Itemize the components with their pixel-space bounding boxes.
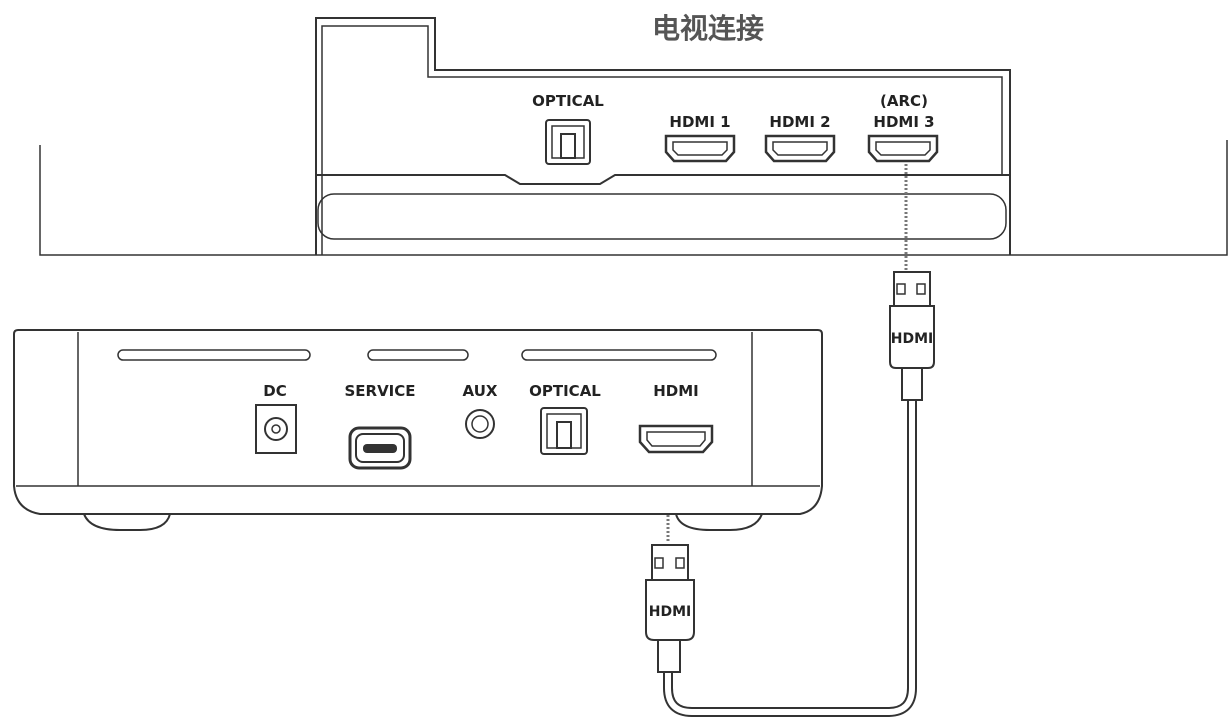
tv-optical-port-icon (545, 119, 591, 165)
device-right-foot (675, 513, 763, 531)
cable-core (665, 367, 915, 715)
device-vent-slot-1 (117, 349, 311, 361)
device-port-label-aux: AUX (463, 382, 498, 400)
device-port-label-service: SERVICE (344, 382, 415, 400)
hdmi-plug-bottom-icon (645, 544, 695, 673)
usb-c-service-port-icon (348, 426, 412, 470)
tv-unit: OPTICAL HDMI 1 HDMI 2 (ARC) HDMI 3 (39, 17, 1228, 256)
tv-port-label-arc: (ARC) (880, 92, 928, 110)
dc-port-icon (255, 404, 297, 454)
device-body (13, 329, 823, 515)
tv-lower-slot (317, 193, 1007, 240)
device-vent-slot-2 (367, 349, 469, 361)
diagram-title: 电视连接 (652, 12, 764, 45)
hdmi-plug-top-icon (889, 271, 935, 401)
device-port-label-optical: OPTICAL (529, 382, 601, 400)
tv-hdmi1-port-icon (664, 134, 736, 163)
device-port-label-dc: DC (263, 382, 286, 400)
aux-port-icon (465, 409, 495, 439)
tv-hdmi2-port-icon (764, 134, 836, 163)
device-vent-slot-3 (521, 349, 717, 361)
hdmi-plug-bottom-label: HDMI (649, 604, 691, 620)
tv-body-inner (321, 25, 1003, 255)
tv-port-label-optical: OPTICAL (532, 92, 604, 110)
tv-port-label-hdmi1: HDMI 1 (669, 113, 730, 131)
tv-panel-edge (316, 174, 1010, 185)
tv-port-label-hdmi2: HDMI 2 (769, 113, 830, 131)
device-left-foot (83, 513, 171, 531)
tv-base-line (39, 140, 1228, 256)
tv-port-label-hdmi3: HDMI 3 (873, 113, 934, 131)
audio-device-unit: DC SERVICE AUX OPTICAL HDMI (13, 329, 823, 531)
tv-body (315, 17, 1011, 255)
device-hdmi-port-icon (638, 424, 714, 454)
tv-hdmi3-port-icon (867, 134, 939, 163)
device-optical-port-icon (540, 407, 588, 455)
hdmi-plug-top-label: HDMI (891, 331, 933, 347)
device-port-label-hdmi: HDMI (653, 382, 699, 400)
